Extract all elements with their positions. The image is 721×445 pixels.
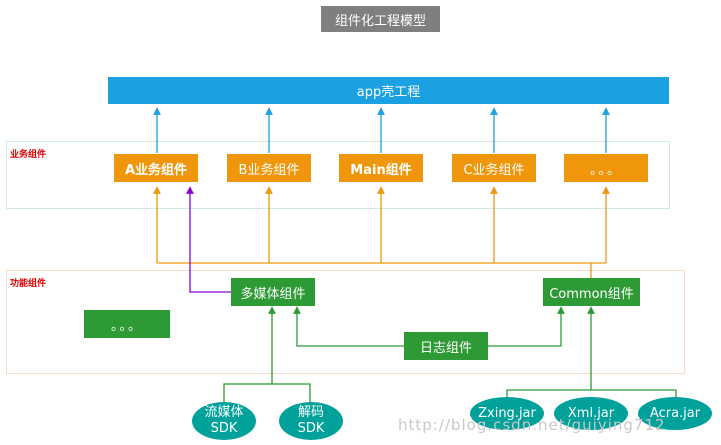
main-component: Main组件	[339, 154, 423, 182]
app-shell-box: app壳工程	[108, 77, 669, 104]
a-business-component: A业务组件	[114, 154, 198, 182]
decode-sdk-suffix: SDK	[297, 421, 325, 436]
app-shell-arrows	[153, 107, 610, 153]
decode-sdk-library: 解码 SDK	[279, 402, 343, 440]
function-group-label: 功能组件	[10, 279, 47, 289]
log-to-common-arrow	[488, 306, 565, 347]
more-function-components: 。。。	[84, 310, 170, 338]
jars-bracket	[506, 389, 677, 403]
multimedia-component: 多媒体组件	[231, 278, 315, 306]
diagram-title: 组件化工程模型	[321, 6, 440, 32]
streaming-sdk-name: 流媒体	[204, 405, 244, 420]
business-group-label: 业务组件	[10, 150, 47, 160]
xml-jar-library: Xml.jar	[554, 397, 628, 430]
streaming-sdk-suffix: SDK	[210, 421, 238, 436]
streaming-sdk-library: 流媒体 SDK	[192, 402, 256, 440]
common-component: Common组件	[543, 278, 640, 306]
b-business-component: B业务组件	[227, 154, 311, 182]
zxing-jar-library: Zxing.jar	[470, 397, 544, 430]
multimedia-to-a-arrow	[186, 186, 231, 293]
c-business-component: C业务组件	[452, 154, 536, 182]
log-to-multimedia-arrow	[293, 306, 404, 347]
sdk-bracket	[223, 383, 311, 403]
log-component: 日志组件	[404, 332, 488, 360]
decode-sdk-name: 解码	[297, 405, 324, 420]
common-to-business-arrows	[153, 186, 610, 278]
acra-jar-library: Acra.jar	[638, 397, 712, 430]
function-arrows	[223, 306, 677, 403]
more-business-components: 。。。	[564, 154, 648, 182]
watermark: http://blog.csdn.net/guiying712	[398, 416, 666, 434]
